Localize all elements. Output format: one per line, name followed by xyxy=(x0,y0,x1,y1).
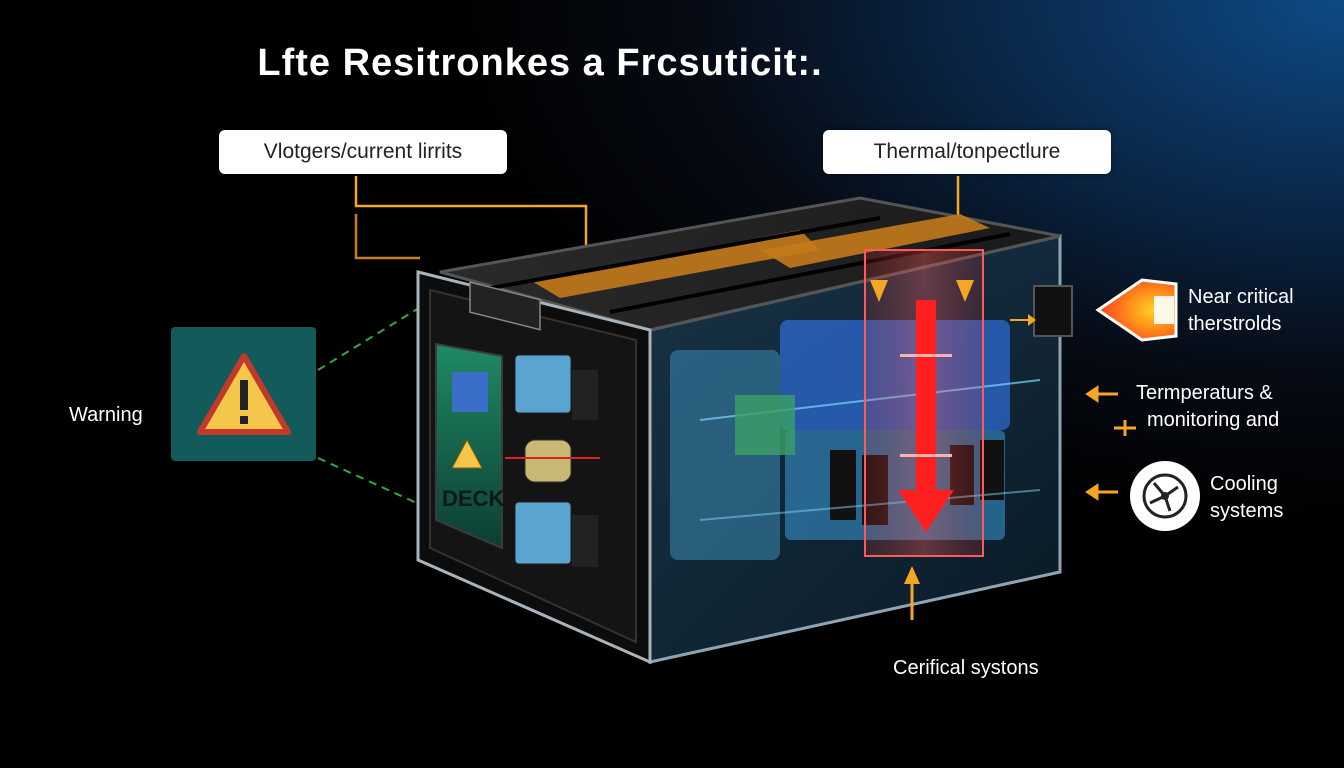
cooling-fan-icon xyxy=(1142,473,1188,519)
top-orange-strip xyxy=(530,230,820,298)
central-systems-label: Cerifical systons xyxy=(893,657,1039,679)
thermal-temperature-label: Thermal/tonpectlure xyxy=(823,130,1111,174)
battery-status-screen: DECK xyxy=(435,342,504,550)
voltage-connector-line-2 xyxy=(354,214,420,260)
near-critical-line-1: Near critical xyxy=(1188,286,1294,308)
voltage-connector-line xyxy=(354,176,588,262)
top-orange-strip-2 xyxy=(760,214,990,268)
cooling-systems-label: Cooling systems xyxy=(1210,471,1283,525)
temperature-line-1: Termperaturs & xyxy=(1136,382,1273,404)
near-critical-label: Near critical therstrolds xyxy=(1188,284,1294,338)
temperature-monitoring-label: Termperaturs & monitoring and xyxy=(1136,380,1279,434)
down-arrow-icon xyxy=(898,300,954,532)
front-modules xyxy=(505,354,600,567)
temperature-line-2: monitoring and xyxy=(1147,409,1280,431)
battery-cells xyxy=(670,320,1041,560)
cooling-icon-circle xyxy=(1130,461,1200,531)
warning-icon xyxy=(196,353,291,435)
heat-arrow-left xyxy=(870,280,888,302)
cooling-line-2: systems xyxy=(1210,500,1284,522)
warning-label: Warning xyxy=(69,404,143,426)
heat-arrow-right xyxy=(956,280,974,302)
right-arrows xyxy=(1085,385,1136,501)
voltage-current-limits-label: Vlotgers/current lirrits xyxy=(219,130,507,174)
warning-panel xyxy=(171,327,316,461)
sensor-block xyxy=(1033,285,1073,337)
up-arrow-icon xyxy=(904,566,920,584)
warning-dashed-line-2 xyxy=(317,457,433,511)
near-critical-line-2: therstrolds xyxy=(1188,313,1282,335)
cooling-line-1: Cooling xyxy=(1210,473,1278,495)
flame-sensor-icon xyxy=(1095,278,1178,342)
warning-dashed-line xyxy=(317,299,433,371)
diagram-title: Lfte Resitronkes a Frcsuticit:. xyxy=(257,42,823,84)
screen-deck-text: DECK xyxy=(442,486,504,511)
